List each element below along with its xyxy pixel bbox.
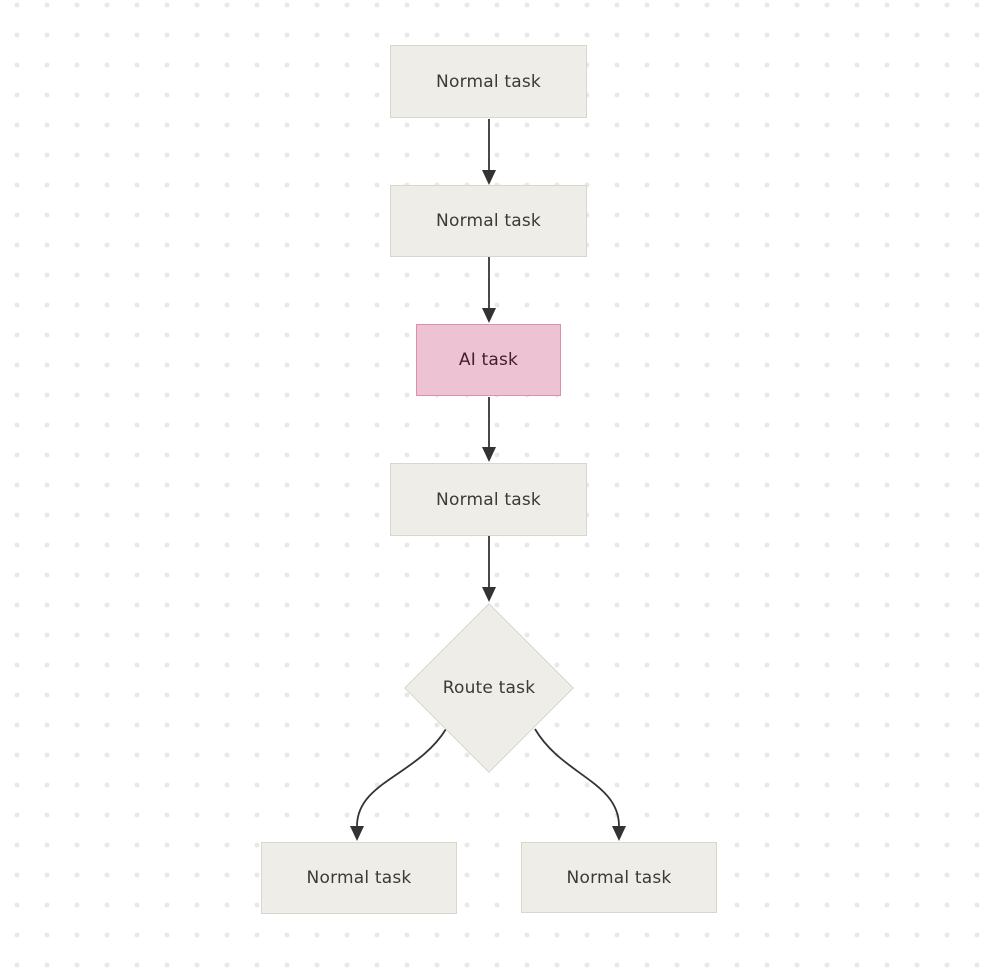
node-normal-task-3[interactable]: Normal task — [390, 463, 587, 536]
edge-arrowhead — [482, 308, 496, 323]
node-label: Normal task — [436, 211, 541, 231]
node-normal-task-5[interactable]: Normal task — [521, 842, 717, 913]
node-normal-task-1[interactable]: Normal task — [390, 45, 587, 118]
node-label: Normal task — [436, 489, 541, 510]
node-label: Normal task — [436, 71, 541, 92]
edge-connector — [356, 728, 447, 827]
node-label: Normal task — [566, 867, 672, 888]
node-label: Route task — [442, 678, 536, 698]
edge-arrowhead — [482, 587, 496, 602]
edge-arrowhead — [350, 826, 364, 841]
edge-arrowhead — [482, 447, 496, 462]
node-normal-task-4[interactable]: Normal task — [261, 842, 457, 914]
edge-arrowhead — [482, 170, 496, 185]
node-normal-task-2[interactable]: Normal task — [390, 185, 587, 257]
node-label: Normal task — [306, 868, 412, 888]
node-label: AI task — [458, 350, 519, 370]
edge-arrowhead — [612, 826, 626, 841]
edge-connector — [534, 728, 620, 827]
node-ai-task[interactable]: AI task — [416, 324, 561, 396]
node-route-task[interactable]: Route task — [403, 602, 574, 773]
